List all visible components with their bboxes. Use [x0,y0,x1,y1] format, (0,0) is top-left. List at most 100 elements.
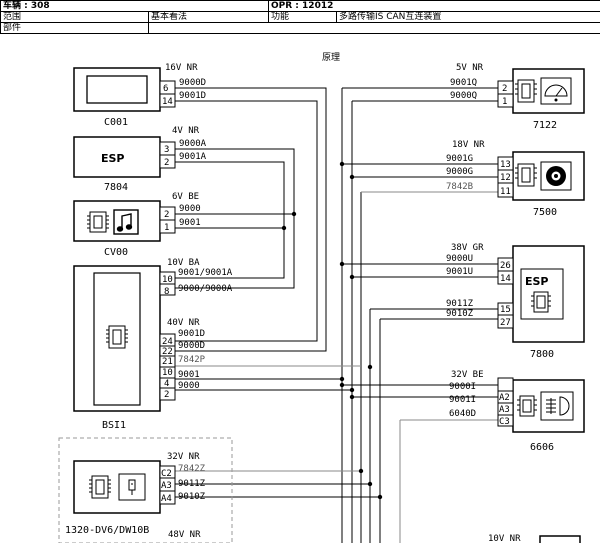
1320-pin-2: A3 [161,481,172,491]
7500-sheath: 18V NR [452,140,485,150]
bsi1-wire-3: 7842P [178,355,206,365]
cv00-wire-2: 9001 [179,218,201,228]
7122-wire-1: 9001Q [450,78,477,88]
7122-sheath: 5V NR [456,63,484,73]
7500-pin-1: 13 [500,160,511,170]
6606-pin-2: A3 [499,405,510,415]
7122-name: 7122 [533,120,557,131]
7800-esp-logo: ESP [525,275,549,288]
7800-wire-1: 9000U [446,254,473,264]
bsi1-wire-top-2: 9000/9000A [178,284,233,294]
c001-sheath: 16V NR [165,63,198,73]
part-label: 部件 [0,22,149,34]
c001-pin-1: 6 [163,84,168,94]
7804-wire-2: 9001A [179,152,207,162]
7804-sheath: 4V NR [172,126,200,136]
1320-sheath: 32V NR [167,452,200,462]
bsi1-pin-top-1: 10 [162,275,173,285]
7804-name: 7804 [104,182,128,193]
7500-name: 7500 [533,207,557,218]
1320-wire-2: 9011Z [178,479,206,489]
7500-chip-icon [515,163,537,187]
c001-pin-2: 14 [162,97,173,107]
component-bsi1: 10V BA 10 8 9001/9001A 9000/9000A 40V NR… [73,258,233,431]
component-1320: 32V NR C2 A3 A4 7842Z 9011Z 9010Z 1320-D… [58,437,233,543]
gauge-icon [540,77,572,105]
7800-pin-2: 14 [500,274,511,284]
bsi1-chip-icon [106,325,128,349]
7804-pin-1: 3 [164,145,169,155]
1320-chip-icon [89,475,111,499]
7500-pin-3: 11 [500,187,511,197]
7500-wire-2: 9000G [446,167,473,177]
cv00-chip-icon [87,211,109,233]
music-note-icon [113,209,139,235]
bsi1-pin-top-2: 8 [164,287,169,297]
tire-icon [540,161,572,191]
6606-chip-icon [517,395,537,417]
7800-name: 7800 [530,349,554,360]
component-partial-bottom: 10V NR [488,534,581,543]
cv00-pin-1: 2 [164,210,169,220]
7800-wire-4: 9010Z [446,309,474,319]
component-7804: ESP 4V NR 3 2 9000A 9001A 7804 [73,126,207,193]
cv00-pin-2: 1 [164,223,169,233]
headlamp-icon [540,391,574,421]
1320-pin-3: A4 [161,494,172,504]
bsi1-sheath-top: 10V BA [167,258,200,268]
section-title: 原理 [322,52,340,63]
7800-wire-2: 9001U [446,267,473,277]
1320-name: 1320-DV6/DW10B [65,525,149,536]
bus-wires [175,87,498,543]
bsi1-wire-top-1: 9001/9001A [178,268,233,278]
component-7500: 18V NR 13 12 11 9001G 9000G 7842B 7500 [446,140,585,218]
1320-pin-1: C2 [161,469,172,479]
partial-sheath: 10V NR [488,534,521,543]
7122-chip-icon [515,79,537,103]
6606-name: 6606 [530,442,554,453]
component-cv00: 6V BE 2 1 9000 9001 CV00 [73,192,201,258]
7122-pin-1: 2 [502,84,507,94]
bsi1-pin-2: 22 [162,347,173,357]
6606-sheath: 32V BE [451,370,484,380]
bsi1-pin-4: 10 [162,368,173,378]
bsi1-pin-6: 2 [164,390,169,400]
bsi1-name: BSI1 [102,420,126,431]
bsi1-pin-3: 21 [162,357,173,367]
7804-pin-2: 2 [164,158,169,168]
bsi1-wire-2: 9000D [178,341,205,351]
header-table: 车辆 : 308 OPR : 12012 范围 基本看法 功能 多路传输IS C… [0,0,600,34]
cv00-wire-1: 9000 [179,204,201,214]
7800-sheath: 38V GR [451,243,484,253]
7800-pin-4: 27 [500,318,511,328]
6606-wire-1: 9000I [449,382,476,392]
7500-wire-3: 7842B [446,182,473,192]
bsi1-pin-1: 24 [162,337,173,347]
bsi1-wire-1: 9001D [178,329,205,339]
6606-pin-1: A2 [499,393,510,403]
6606-wire-3: 6040D [449,409,476,419]
6606-wire-2: 9001I [449,395,476,405]
7804-esp-logo: ESP [101,152,125,165]
7122-wire-2: 9000Q [450,91,477,101]
grey-wires [175,191,498,543]
c001-wire-2: 9001D [179,91,206,101]
component-7800: ESP 38V GR 26 14 15 27 9000U 9001U 9011Z… [446,243,585,360]
bsi1-wire-4: 9001 [178,370,200,380]
bsi1-pin-5: 4 [164,379,169,389]
7804-wire-1: 9000A [179,139,207,149]
component-7122: 5V NR 2 1 9001Q 9000Q 7122 [450,63,585,131]
component-c001: 16V NR 6 14 9000D 9001D C001 [73,63,206,128]
1320-wire-1: 7842Z [178,464,206,474]
1320-wire-3: 9010Z [178,492,206,502]
cv00-sheath: 6V BE [172,192,199,202]
bsi1-wire-5: 9000 [178,381,200,391]
6606-pin-3: C3 [499,417,510,427]
injector-icon [118,473,146,501]
7122-pin-2: 1 [502,97,507,107]
c001-name: C001 [104,117,128,128]
1320-sheath-bottom: 48V NR [168,530,201,540]
cv00-name: CV00 [104,247,128,258]
7800-pin-3: 15 [500,305,511,315]
